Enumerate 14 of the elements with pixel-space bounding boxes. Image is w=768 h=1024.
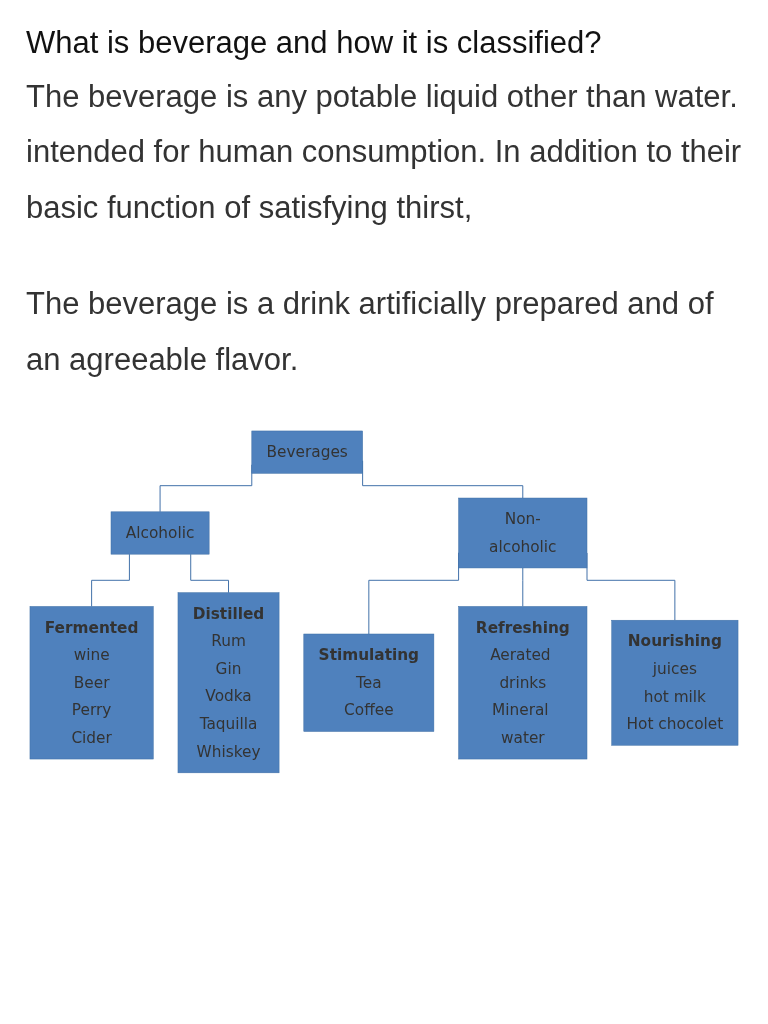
node-box: Distilled Rum Gin Vodka Taquilla Whiskey (177, 592, 280, 774)
node-box: Stimulating Tea Coffee (303, 634, 435, 733)
connector (190, 554, 230, 594)
heading: What is beverage and how it is classified? (26, 24, 603, 62)
node-box: Fermented wine Beer Perry Cider (29, 606, 154, 760)
node-box: Non-alcoholic (458, 498, 588, 569)
connector (91, 554, 130, 608)
connector (522, 567, 524, 608)
node-box: Refreshing Aerated drinks Mineral water (458, 606, 588, 760)
node-box: Beverages (251, 431, 363, 475)
node-box: Nourishing juices hot milk Hot chocolet (611, 620, 739, 746)
paragraph: The beverage is a drink artificially prepared and of an agreeable flavor. (26, 284, 715, 379)
paragraph: The beverage is any potable liquid other than water. intended for human consumption. In addition to their basic function of satisfying thirst, (26, 77, 742, 228)
node-box: Alcoholic (110, 512, 210, 555)
